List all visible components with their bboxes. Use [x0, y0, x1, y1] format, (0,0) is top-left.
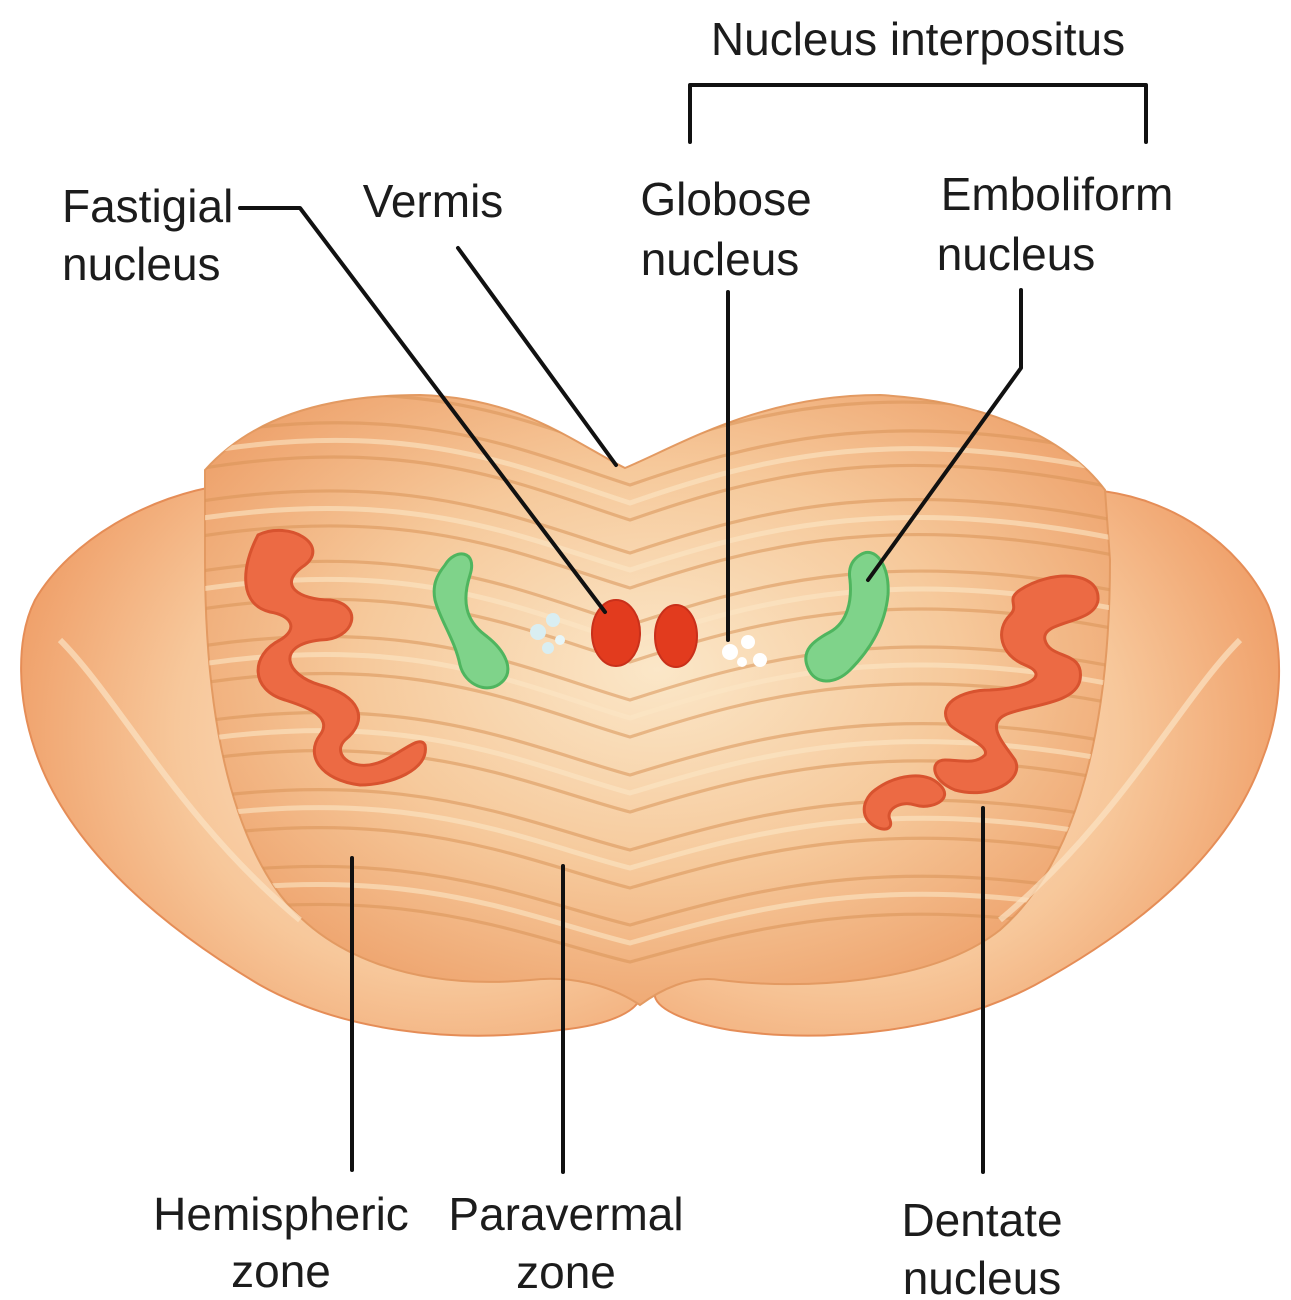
label-emboliform-line1: Emboliform: [941, 168, 1174, 220]
label-fastigial-line2: nucleus: [62, 238, 221, 290]
label-globose-line1: Globose: [640, 173, 811, 225]
label-vermis: Vermis: [363, 175, 504, 227]
label-nucleus-interpositus: Nucleus interpositus: [711, 13, 1125, 65]
label-paravermal-line2: zone: [516, 1246, 616, 1298]
label-paravermal-line1: Paravermal: [448, 1188, 683, 1240]
label-hemispheric-line1: Hemispheric: [153, 1188, 409, 1240]
label-fastigial-line1: Fastigial: [62, 180, 233, 232]
label-globose-line2: nucleus: [641, 233, 800, 285]
label-dentate-line2: nucleus: [903, 1252, 1062, 1300]
label-emboliform-line2: nucleus: [937, 228, 1096, 280]
label-hemispheric-line2: zone: [231, 1245, 331, 1297]
label-dentate-line1: Dentate: [901, 1194, 1062, 1246]
interpositus-bracket: [690, 85, 1146, 142]
fastigial-nucleus-right: [655, 605, 697, 667]
fastigial-nucleus-left: [592, 600, 640, 666]
